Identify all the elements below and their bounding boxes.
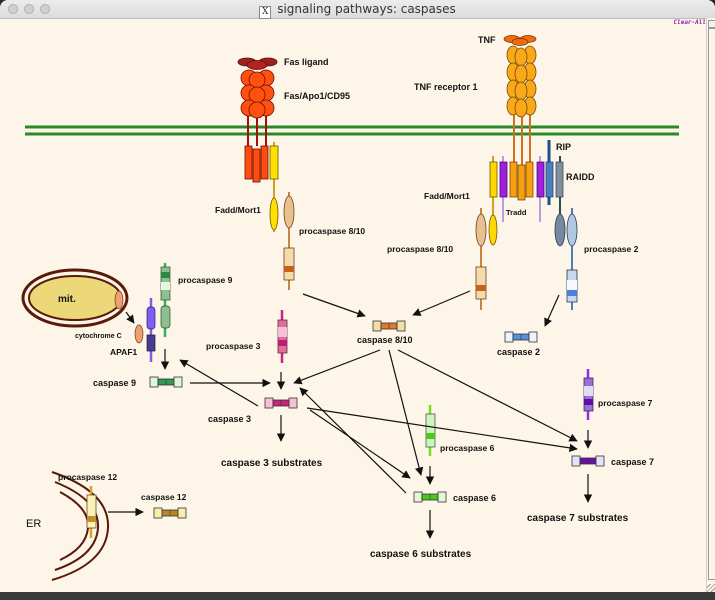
resize-handle[interactable] (707, 584, 715, 592)
caspase-pathway-diagram: Fas ligand Fas/Apo1/CD95 (21, 35, 679, 581)
procaspase-2[interactable] (554, 208, 578, 310)
caspase-3-label: caspase 3 (208, 414, 251, 424)
scroll-thumb[interactable] (708, 28, 715, 580)
fas-ligand-label: Fas ligand (284, 57, 329, 67)
fadd-left[interactable] (269, 142, 279, 232)
apaf1-label: APAF1 (110, 347, 138, 357)
procaspase-6-label: procaspase 6 (440, 443, 495, 453)
procaspase-7-label: procaspase 7 (598, 398, 653, 408)
caspase-3-substrates-label: caspase 3 substrates (221, 458, 323, 469)
zoom-button[interactable] (40, 4, 50, 14)
caspase-12-label: caspase 12 (141, 492, 187, 502)
caspase-12[interactable] (153, 507, 187, 519)
procaspase-8-right[interactable] (475, 208, 487, 310)
scroll-up-button[interactable] (708, 20, 715, 28)
minimize-button[interactable] (24, 4, 34, 14)
arrow-casp8-to-casp3 (293, 349, 381, 385)
tnf-ligand[interactable] (503, 35, 537, 46)
tnf-label: TNF (478, 35, 496, 45)
caspase-8-10[interactable] (372, 320, 406, 332)
endoplasmic-reticulum[interactable] (51, 471, 110, 581)
arrow-casp8-to-casp7 (397, 349, 578, 442)
bottom-edge (0, 592, 715, 600)
arrow-casp6-to-casp3 (299, 387, 407, 494)
fadd-left-label: Fadd/Mort1 (215, 205, 261, 215)
window-title-text: signaling pathways: caspases (277, 2, 456, 16)
procaspase-8-left[interactable] (283, 192, 295, 290)
cell-membrane (25, 125, 679, 136)
caspase-7-label: caspase 7 (611, 457, 654, 467)
caspase-9-label: caspase 9 (93, 378, 136, 388)
tnf-adaptor-complex[interactable] (488, 140, 564, 246)
caspase-9[interactable] (149, 376, 183, 388)
arrow-procasp2-to-casp2 (544, 294, 560, 327)
caspase-3[interactable] (264, 397, 298, 409)
mitochondrion-label: mit. (58, 294, 76, 305)
procaspase-7[interactable] (583, 369, 594, 420)
er-label: ER (26, 518, 41, 530)
x11-icon: X (259, 6, 272, 19)
caspase-2[interactable] (504, 331, 538, 343)
cytochrome-c[interactable] (134, 324, 144, 344)
procaspase-12-label: procaspase 12 (58, 472, 117, 482)
fas-ligand[interactable] (237, 57, 278, 70)
arrow-procasp8-left-to-casp8 (302, 293, 366, 318)
procaspase-3-label: procaspase 3 (206, 341, 261, 351)
mitochondrion[interactable] (21, 268, 129, 328)
fadd-right-label: Fadd/Mort1 (424, 191, 470, 201)
caspase-6-substrates-label: caspase 6 substrates (370, 549, 472, 560)
procaspase-9[interactable] (160, 263, 171, 337)
procaspase-3[interactable] (277, 310, 288, 363)
arrow-mit-to-cytochrome (125, 311, 135, 324)
tradd-label: Tradd (506, 208, 527, 217)
caspase-7-substrates-label: caspase 7 substrates (527, 513, 629, 524)
procaspase-12[interactable] (86, 486, 97, 538)
raidd-label: RAIDD (566, 172, 595, 182)
procaspase-8-right-label: procaspase 8/10 (387, 244, 453, 254)
close-button[interactable] (8, 4, 18, 14)
arrow-casp3-to-casp7 (306, 407, 578, 453)
caspase-2-label: caspase 2 (497, 347, 540, 357)
arrow-casp8-to-casp6 (388, 349, 424, 476)
procaspase-2-label: procaspase 2 (584, 244, 639, 254)
caspase-6[interactable] (413, 491, 447, 503)
cytochrome-c-label: cytochrome C (75, 333, 122, 340)
caspase-7[interactable] (571, 455, 605, 467)
tnf-receptor-1[interactable] (506, 45, 537, 167)
arrow-procasp8-right-to-casp8 (412, 290, 471, 316)
rip-label: RIP (556, 142, 571, 152)
apaf1[interactable] (146, 298, 156, 362)
tnf-receptor-label: TNF receptor 1 (414, 82, 478, 92)
procaspase-9-label: procaspase 9 (178, 275, 233, 285)
procaspase-6[interactable] (425, 405, 436, 456)
caspase-8-10-label: caspase 8/10 (357, 335, 413, 345)
caspase-6-label: caspase 6 (453, 493, 496, 503)
procaspase-8-left-label: procaspase 8/10 (299, 226, 365, 236)
clear-all-button[interactable]: Clear-All (673, 19, 706, 26)
fas-receptor-label: Fas/Apo1/CD95 (284, 91, 350, 101)
vertical-scrollbar[interactable] (706, 18, 715, 592)
arrow-casp3-to-casp6 (309, 409, 411, 479)
fas-receptor[interactable] (240, 69, 275, 183)
